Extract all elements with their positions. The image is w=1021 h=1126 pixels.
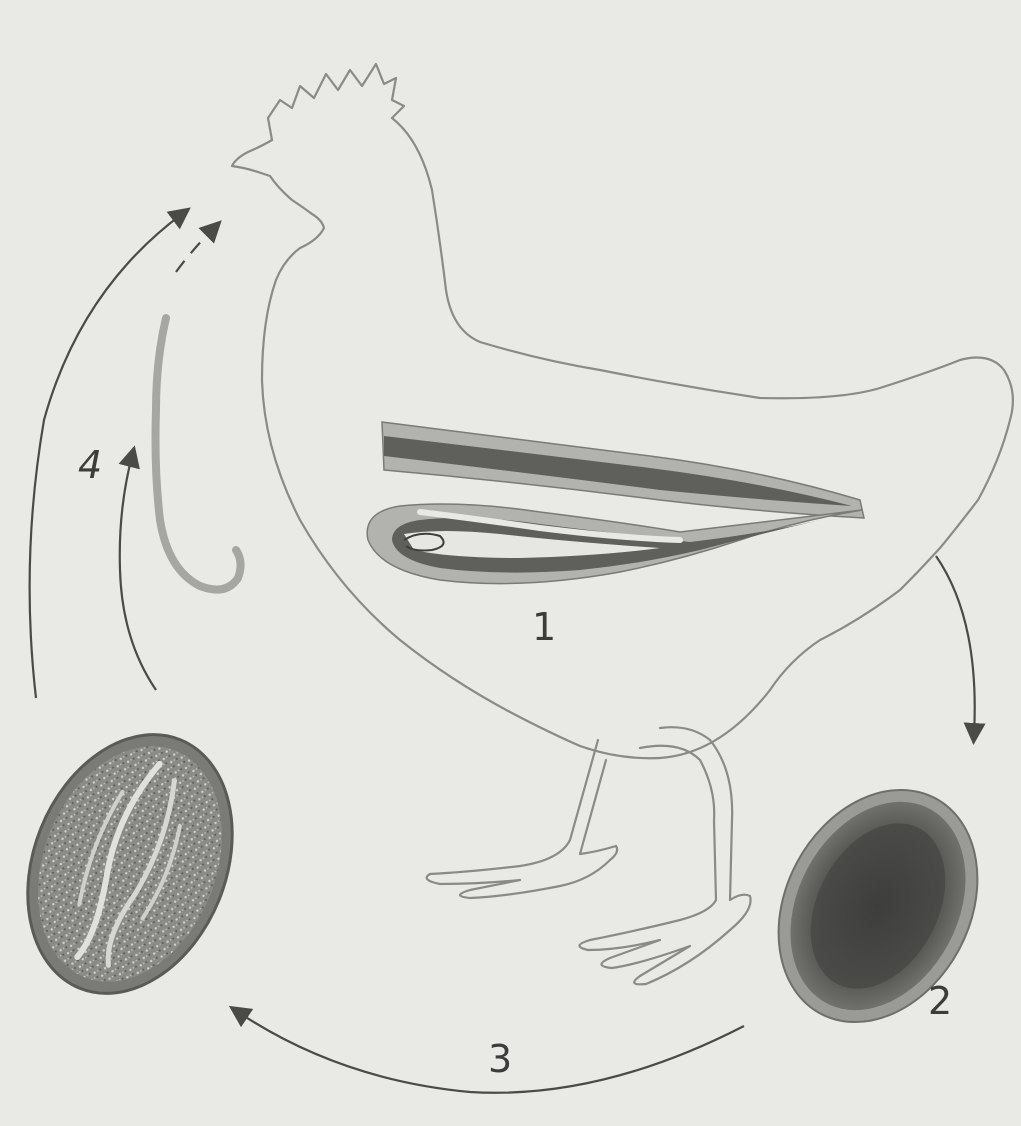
- arrow-larva-to-chicken: [176, 228, 214, 272]
- step-label-4: 4: [78, 446, 102, 484]
- step-label-3: 3: [488, 1040, 512, 1078]
- larva: [156, 318, 241, 590]
- step-label-1: 1: [532, 608, 556, 646]
- embryonated-egg: [0, 704, 269, 1024]
- intestine-cross-section: [367, 422, 864, 584]
- unembryonated-egg: [739, 755, 1016, 1057]
- arrow-chicken-to-egg: [936, 556, 975, 734]
- arrow-4-ingestion-inner: [120, 456, 156, 690]
- step-label-2: 2: [928, 982, 952, 1020]
